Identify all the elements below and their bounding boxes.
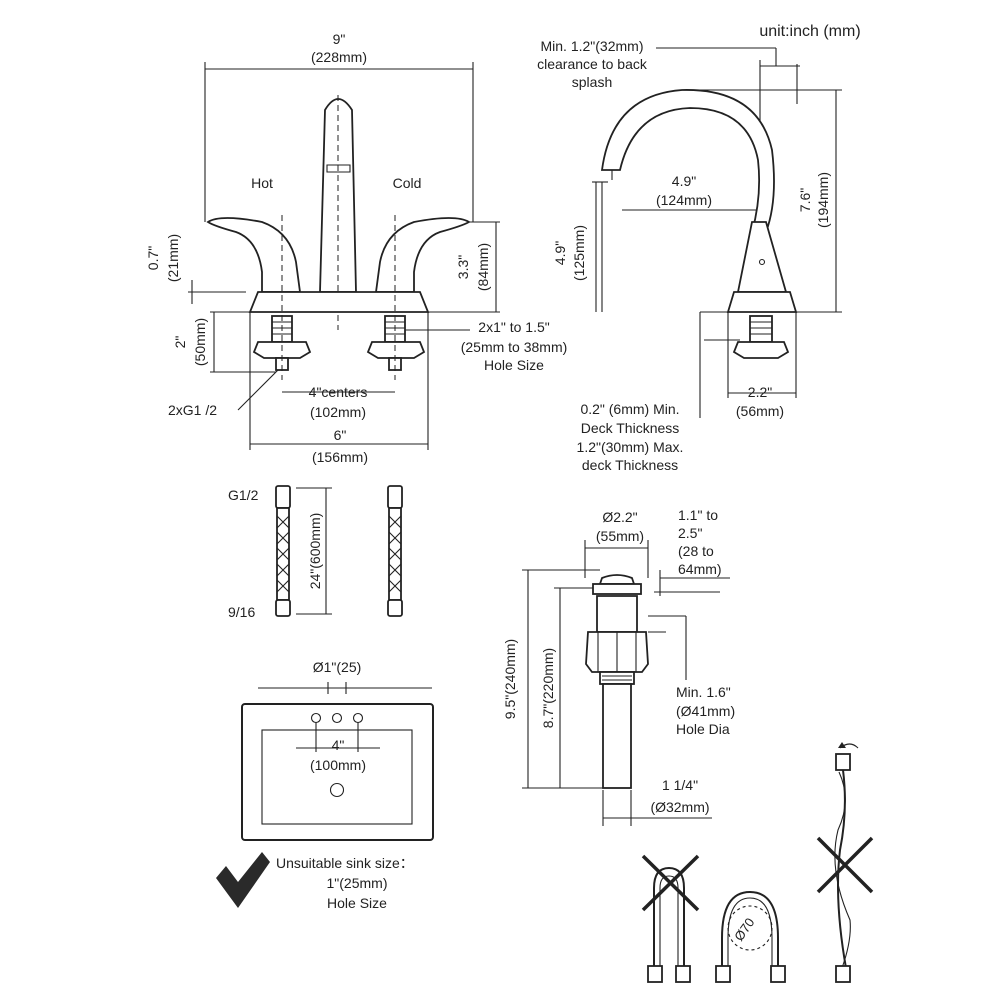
drain-total-length: 9.5"(240mm)	[502, 639, 518, 719]
hose-top-thread: G1/2	[228, 487, 259, 503]
base-dia-in: 2.2"	[748, 384, 772, 400]
drain-cap-dia-in: Ø2.2"	[602, 509, 637, 525]
shank-length-mm: (50mm)	[192, 318, 208, 366]
cold-label: Cold	[393, 175, 422, 191]
drain-deck-line1: 1.1" to	[678, 507, 718, 523]
shank-length-in: 2"	[172, 336, 188, 349]
unsuitable-note: Unsuitable sink size： 1"(25mm) Hole Size	[216, 852, 414, 911]
deck-line1: 0.2" (6mm) Min.	[580, 401, 679, 417]
hose-length: 24"(600mm)	[307, 513, 323, 590]
side-view: Min. 1.2"(32mm) clearance to back splash…	[537, 38, 842, 473]
sink-hole-dia: Ø1"(25)	[313, 659, 362, 675]
drain-deck-line4: 64mm)	[678, 561, 722, 577]
clearance-line3: splash	[572, 74, 612, 90]
drain-cap-dia-mm: (55mm)	[596, 528, 644, 544]
centers-mm: (102mm)	[310, 404, 366, 420]
drain-hole-line3: Hole Dia	[676, 721, 730, 737]
reach-in: 4.9"	[672, 173, 696, 189]
bend-diameter: Ø70	[731, 915, 757, 944]
front-width-in: 9"	[333, 31, 346, 47]
side-spout	[600, 89, 775, 233]
handle-height-mm: (21mm)	[165, 234, 181, 282]
base-width-in: 6"	[334, 427, 347, 443]
clearance-line2: clearance to back	[537, 56, 648, 72]
drain-deck-line2: 2.5"	[678, 525, 702, 541]
front-base	[248, 291, 430, 313]
note-line3: Hole Size	[327, 895, 387, 911]
sink-spacing-in: 4"	[332, 737, 345, 753]
supply-hoses: G1/2 9/16 24"(600mm)	[228, 485, 403, 620]
hole-size-line1: 2x1" to 1.5"	[478, 319, 549, 335]
hole-size-line3: Hole Size	[484, 357, 544, 373]
hot-label: Hot	[251, 175, 273, 191]
rotate-arrow-icon	[838, 742, 846, 748]
deck-line3: 1.2"(30mm) Max.	[577, 439, 684, 455]
base-dia-mm: (56mm)	[736, 403, 784, 419]
front-width-mm: (228mm)	[311, 49, 367, 65]
reach-mm: (124mm)	[656, 192, 712, 208]
drain-deck-line3: (28 to	[678, 543, 714, 559]
sink-top-view: Ø1"(25) 4" (100mm)	[241, 659, 434, 841]
side-body	[736, 221, 788, 293]
drain-body-length: 8.7"(220mm)	[540, 648, 556, 728]
drain-hole-line2: (Ø41mm)	[676, 703, 735, 719]
deck-line2: Deck Thickness	[581, 420, 680, 436]
handle-height-in: 0.7"	[145, 246, 161, 270]
unit-label: unit:inch (mm)	[759, 23, 860, 40]
spout-height-in: 4.9"	[552, 241, 568, 265]
body-height-mm: (84mm)	[475, 243, 491, 291]
drain-hole-line1: Min. 1.6"	[676, 684, 731, 700]
clearance-line1: Min. 1.2"(32mm)	[541, 38, 644, 54]
centers-in: 4"centers	[309, 384, 368, 400]
note-line2: 1"(25mm)	[327, 875, 388, 891]
drain-tail-dia-in: 1 1/4"	[662, 777, 698, 793]
body-height-in: 3.3"	[455, 255, 471, 279]
pop-up-drain: Ø2.2" (55mm) 1.1" to 2.5" (28 to 64mm) 9…	[502, 507, 735, 826]
base-width-mm: (156mm)	[312, 449, 368, 465]
drain-tail-dia-mm: (Ø32mm)	[650, 799, 709, 815]
spout-height-mm: (125mm)	[571, 225, 587, 281]
hose-bottom-thread: 9/16	[228, 604, 255, 620]
total-height-in: 7.6"	[797, 188, 813, 212]
thread-label: 2xG1 /2	[168, 402, 217, 418]
front-view: 9" (228mm) Hot Cold 0.7" (21mm) 3.3	[145, 31, 567, 465]
hole-size-line2: (25mm to 38mm)	[461, 339, 568, 355]
sink-spacing-mm: (100mm)	[310, 757, 366, 773]
total-height-mm: (194mm)	[815, 172, 831, 228]
note-line1: Unsuitable sink size：	[276, 855, 414, 871]
deck-line4: deck Thickness	[582, 457, 678, 473]
checkmark-icon	[216, 852, 270, 908]
hot-handle	[206, 217, 302, 293]
